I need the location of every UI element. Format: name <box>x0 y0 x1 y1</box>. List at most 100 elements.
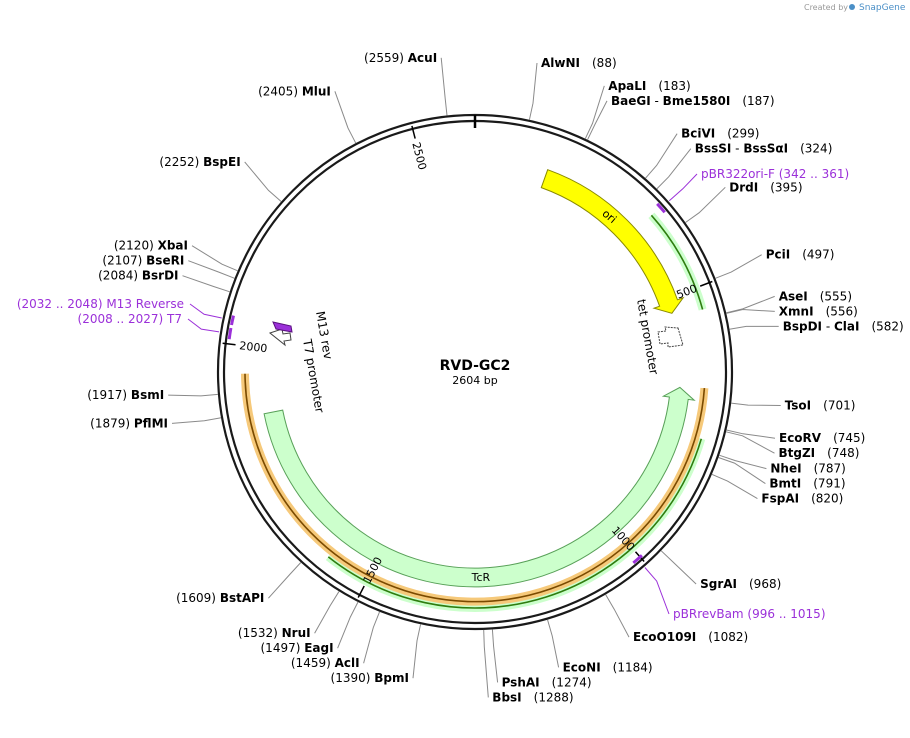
site-leader <box>729 325 779 330</box>
site-bcivi: BciVI(299) <box>645 127 760 179</box>
site-leader <box>334 91 357 144</box>
site-label: EcoNI(1184) <box>563 660 653 674</box>
site-leader <box>440 57 448 116</box>
site-label: EcoRV(745) <box>779 431 865 445</box>
site-sgrai: SgrAI(968) <box>660 550 781 591</box>
primer-pbrrevbam: pBRrevBam (996 .. 1015) <box>644 567 826 621</box>
site-leader <box>726 429 776 439</box>
site-leader <box>715 254 762 279</box>
tick-mark <box>411 125 416 139</box>
site-label: (2559) AcuI <box>364 51 437 65</box>
site-leader <box>718 457 766 485</box>
primer-t7: (2008 .. 2027) T7 <box>78 312 220 333</box>
site-label: BspDI - ClaI(582) <box>783 319 904 333</box>
site-ecorv: EcoRV(745) <box>726 429 865 445</box>
site-eagi: (1497) EagI <box>261 601 359 655</box>
site-leader <box>244 161 282 202</box>
site-bsssi-bsss-i: BssSI - BssSαI(324) <box>656 142 832 190</box>
site-xbai: (2120) XbaI <box>114 239 238 272</box>
primer-mark <box>230 315 235 326</box>
site-label: BciVI(299) <box>681 127 759 141</box>
feature-label-tcr: TcR <box>471 571 491 584</box>
site-nrui: (1532) NruI <box>238 591 340 640</box>
site-leader <box>314 591 340 634</box>
site-nhei: NheI(787) <box>719 454 846 476</box>
site-label: BtgZI(748) <box>779 446 860 460</box>
site-mlui: (2405) MluI <box>258 84 357 144</box>
site-label: BbsI(1288) <box>492 690 573 704</box>
site-xmni: XmnI(556) <box>726 304 858 318</box>
site-label: AlwNI(88) <box>541 56 617 70</box>
site-label: SgrAI(968) <box>700 577 781 591</box>
site-pflmi: (1879) PflMI <box>90 416 222 430</box>
site-leader <box>731 402 781 406</box>
tick-mark <box>699 280 713 287</box>
site-leader <box>719 454 767 470</box>
site-label: (1497) EagI <box>261 641 334 655</box>
site-baegi-bme1580i: BaeGI - Bme1580I(187) <box>587 94 775 141</box>
site-bbsi: BbsI(1288) <box>483 629 574 704</box>
site-bspdi-clai: BspDI - ClaI(582) <box>729 319 904 333</box>
primer-leader <box>668 173 698 202</box>
site-bspei: (2252) BspEI <box>159 155 282 202</box>
transcript-layer <box>241 212 709 612</box>
site-label: FspAI(820) <box>761 492 843 506</box>
site-pshai: PshAI(1274) <box>491 629 592 689</box>
site-asei: AseI(555) <box>725 289 852 314</box>
transcript-line <box>327 438 703 609</box>
site-label: (1609) BstAPI <box>176 591 264 605</box>
site-leader <box>182 275 230 293</box>
site-leader <box>337 601 359 649</box>
site-label: (1532) NruI <box>238 626 311 640</box>
site-label: (2405) MluI <box>258 84 331 98</box>
site-leader <box>528 62 538 120</box>
site-leader <box>660 550 697 585</box>
site-leader <box>725 431 775 454</box>
feature-m13-rev <box>272 321 293 333</box>
snapgene-credit: Created by SnapGene <box>804 3 906 13</box>
site-label: (2084) BsrDI <box>98 269 178 283</box>
site-leader <box>268 562 302 599</box>
site-apali: ApaLI(183) <box>584 79 691 139</box>
tick-mark <box>222 342 236 346</box>
tick-label: 2000 <box>239 339 268 355</box>
site-label: ApaLI(183) <box>608 79 690 93</box>
site-label: (2120) XbaI <box>114 239 188 253</box>
brand-text: SnapGene <box>859 3 906 13</box>
site-btgzi: BtgZI(748) <box>725 431 860 460</box>
site-pcii: PciI(497) <box>715 248 834 279</box>
site-leader <box>587 100 608 141</box>
site-leader <box>645 133 678 179</box>
primer-label: (2032 .. 2048) M13 Reverse <box>17 297 184 311</box>
site-label: TsoI(701) <box>785 399 856 413</box>
site-fspai: FspAI(820) <box>711 473 843 506</box>
site-acli: (1459) AclI <box>291 611 381 670</box>
primer-pbr322ori-f: pBR322ori-F (342 .. 361) <box>668 167 849 202</box>
site-leader <box>168 393 219 397</box>
center-label: RVD-GC2 2604 bp <box>440 358 511 387</box>
site-tsoi: TsoI(701) <box>731 399 855 413</box>
site-label: XmnI(556) <box>779 304 858 318</box>
primer-m13-reverse: (2032 .. 2048) M13 Reverse <box>17 297 222 319</box>
site-label: PshAI(1274) <box>502 675 592 689</box>
site-label: EcoO109I(1082) <box>633 630 748 644</box>
site-label: (1879) PflMI <box>90 416 168 430</box>
site-leader <box>726 308 775 314</box>
primer-leader <box>187 318 220 333</box>
site-label: BmtI(791) <box>769 477 845 491</box>
site-leader <box>605 594 630 638</box>
site-leader <box>363 611 381 664</box>
plasmid-name: RVD-GC2 <box>440 358 511 374</box>
site-bmti: BmtI(791) <box>718 457 846 491</box>
site-label: AseI(555) <box>779 289 852 303</box>
site-leader <box>685 186 726 224</box>
primer-mark <box>227 327 233 340</box>
primer-leader <box>189 303 222 319</box>
site-leader <box>656 148 692 190</box>
site-label: (1459) AclI <box>291 656 360 670</box>
site-label: DrdI(395) <box>729 180 802 194</box>
tick-mark <box>357 585 365 598</box>
tick-label: 2500 <box>409 141 429 171</box>
site-leader <box>188 260 235 279</box>
primer-layer: pBR322ori-F (342 .. 361) pBRrevBam (996 .… <box>17 167 849 621</box>
